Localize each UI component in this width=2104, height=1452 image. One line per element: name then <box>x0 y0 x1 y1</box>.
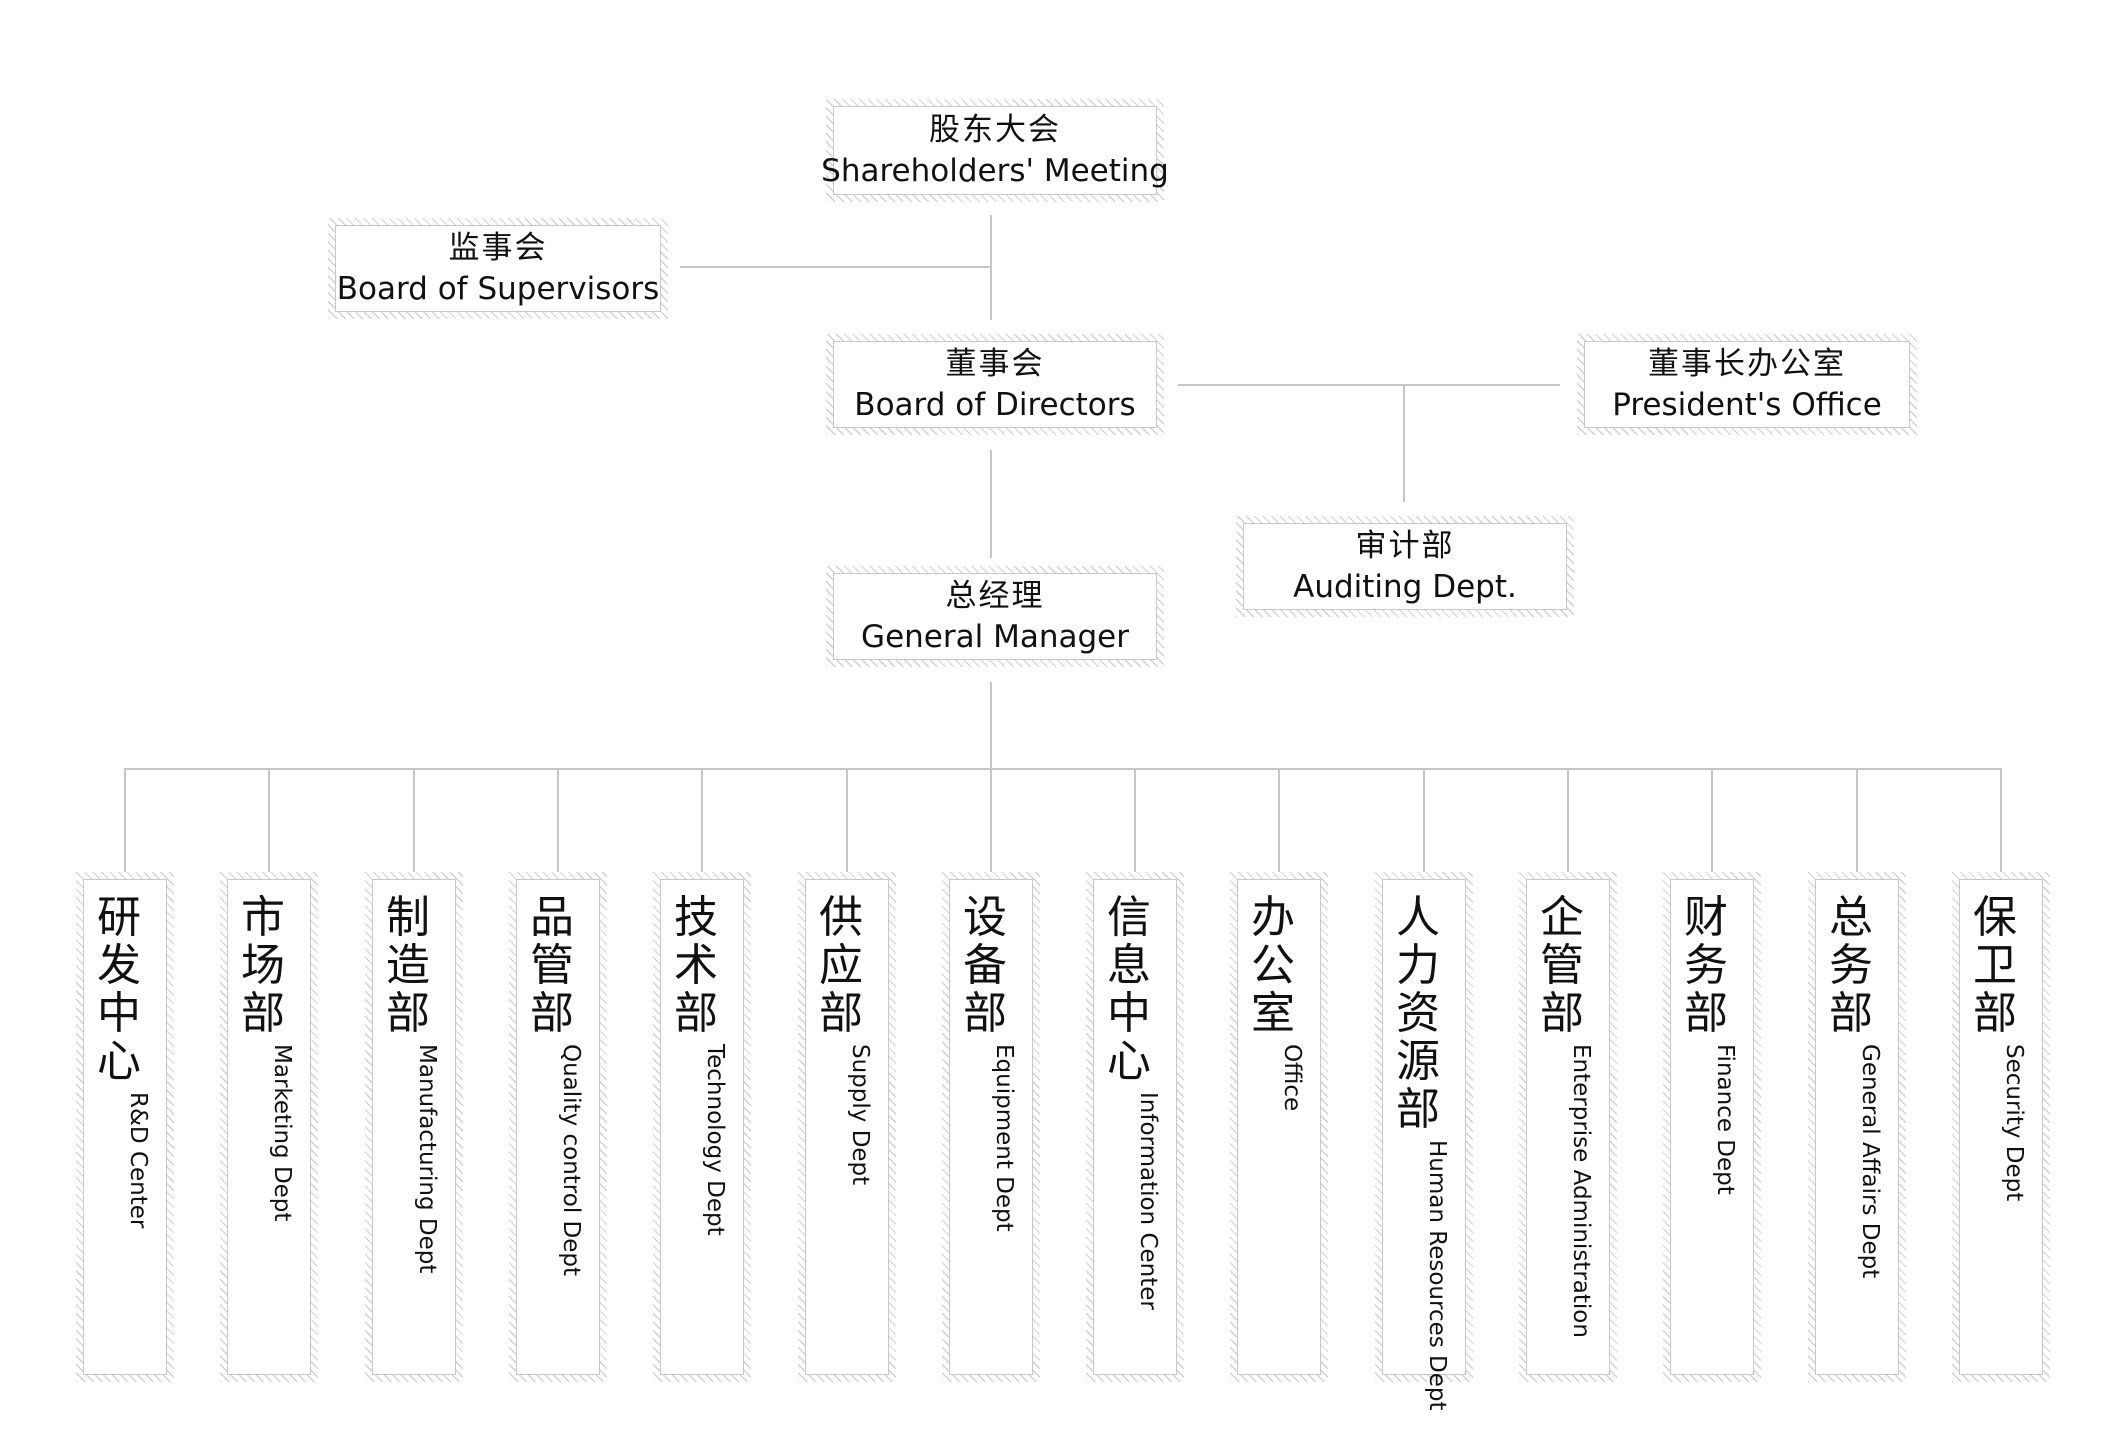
connector-shareholders-directors <box>990 215 992 320</box>
dept-label-zh: 供应部 <box>819 892 863 1039</box>
node-auditing-dept: 审计部 Auditing Dept. <box>1236 516 1574 617</box>
connector-dept-drop <box>1856 768 1858 882</box>
connector-dept-drop <box>701 768 703 882</box>
connector-supervisors <box>680 266 990 268</box>
dept-label-en: R&D Center <box>125 1092 151 1229</box>
node-presidents-office: 董事长办公室 President's Office <box>1577 334 1917 435</box>
node-label-zh: 股东大会 <box>929 111 1061 148</box>
dept-human-resources: 人力资源部 Human Resources Dept <box>1375 872 1473 1411</box>
dept-label-en: Finance Dept <box>1712 1044 1738 1195</box>
dept-label-en: General Affairs Dept <box>1857 1044 1883 1279</box>
dept-office: 办公室 Office <box>1230 872 1328 1382</box>
connector-dept-drop <box>846 768 848 882</box>
dept-information-center: 信息中心 Information Center <box>1086 872 1184 1382</box>
dept-label-en: Equipment Dept <box>991 1044 1017 1232</box>
node-label-zh: 监事会 <box>448 229 548 266</box>
dept-label-zh: 设备部 <box>963 892 1007 1039</box>
dept-label-zh: 保卫部 <box>1973 892 2017 1039</box>
dept-label-zh: 市场部 <box>241 892 285 1039</box>
dept-marketing: 市场部 Marketing Dept <box>220 872 318 1382</box>
dept-supply: 供应部 Supply Dept <box>798 872 896 1382</box>
dept-label-en: Enterprise Administration <box>1568 1044 1594 1338</box>
department-bus <box>125 768 2001 770</box>
node-board-of-directors: 董事会 Board of Directors <box>826 334 1164 435</box>
connector-directors-president <box>1178 384 1560 386</box>
node-label-en: Auditing Dept. <box>1293 568 1517 605</box>
connector-directors-gm <box>990 450 992 558</box>
node-label-zh: 总经理 <box>945 577 1045 614</box>
node-label-zh: 董事长办公室 <box>1648 345 1846 382</box>
node-general-manager: 总经理 General Manager <box>826 566 1164 667</box>
dept-label-en: Human Resources Dept <box>1424 1140 1450 1411</box>
dept-label-zh: 制造部 <box>386 892 430 1039</box>
dept-rd-center: 研发中心 R&D Center <box>76 872 174 1382</box>
dept-label-en: Supply Dept <box>847 1044 873 1186</box>
dept-quality-control: 品管部 Quality control Dept <box>509 872 607 1382</box>
dept-label-en: Technology Dept <box>702 1044 728 1236</box>
dept-label-zh: 信息中心 <box>1107 892 1151 1087</box>
dept-label-zh: 研发中心 <box>97 892 141 1087</box>
dept-label-en: Security Dept <box>2001 1044 2027 1202</box>
dept-label-en: Information Center <box>1135 1092 1161 1310</box>
connector-dept-drop <box>1711 768 1713 882</box>
dept-label-zh: 总务部 <box>1829 892 1873 1039</box>
connector-dept-drop <box>413 768 415 882</box>
connector-dept-drop <box>2000 768 2002 882</box>
dept-general-affairs: 总务部 General Affairs Dept <box>1808 872 1906 1382</box>
dept-finance: 财务部 Finance Dept <box>1663 872 1761 1382</box>
connector-dept-drop <box>124 768 126 882</box>
node-label-en: General Manager <box>861 618 1129 655</box>
connector-dept-drop <box>557 768 559 882</box>
dept-label-zh: 企管部 <box>1540 892 1584 1039</box>
dept-manufacturing: 制造部 Manufacturing Dept <box>365 872 463 1382</box>
connector-dept-drop <box>268 768 270 882</box>
dept-label-en: Marketing Dept <box>269 1044 295 1222</box>
dept-label-en: Manufacturing Dept <box>414 1044 440 1274</box>
dept-equipment: 设备部 Equipment Dept <box>942 872 1040 1382</box>
node-shareholders-meeting: 股东大会 Shareholders' Meeting <box>821 99 1169 202</box>
connector-auditing <box>1403 385 1405 502</box>
dept-label-zh: 人力资源部 <box>1396 892 1440 1135</box>
node-label-en: Board of Supervisors <box>336 270 660 307</box>
node-label-en: President's Office <box>1612 386 1882 423</box>
node-label-zh: 董事会 <box>945 345 1045 382</box>
node-board-of-supervisors: 监事会 Board of Supervisors <box>328 218 668 319</box>
dept-label-zh: 品管部 <box>530 892 574 1039</box>
node-label-zh: 审计部 <box>1355 527 1455 564</box>
dept-label-en: Quality control Dept <box>558 1044 584 1277</box>
dept-enterprise-administration: 企管部 Enterprise Administration <box>1519 872 1617 1382</box>
connector-dept-drop <box>1134 768 1136 882</box>
dept-label-en: Office <box>1279 1044 1305 1112</box>
connector-dept-drop <box>990 768 992 882</box>
node-label-en: Board of Directors <box>854 386 1136 423</box>
dept-label-zh: 办公室 <box>1251 892 1295 1039</box>
connector-dept-drop <box>1423 768 1425 882</box>
dept-technology: 技术部 Technology Dept <box>653 872 751 1382</box>
node-label-en: Shareholders' Meeting <box>821 152 1169 189</box>
connector-dept-drop <box>1278 768 1280 882</box>
dept-label-zh: 财务部 <box>1684 892 1728 1039</box>
connector-gm-bus <box>990 682 992 770</box>
dept-label-zh: 技术部 <box>674 892 718 1039</box>
connector-dept-drop <box>1567 768 1569 882</box>
dept-security: 保卫部 Security Dept <box>1952 872 2050 1382</box>
